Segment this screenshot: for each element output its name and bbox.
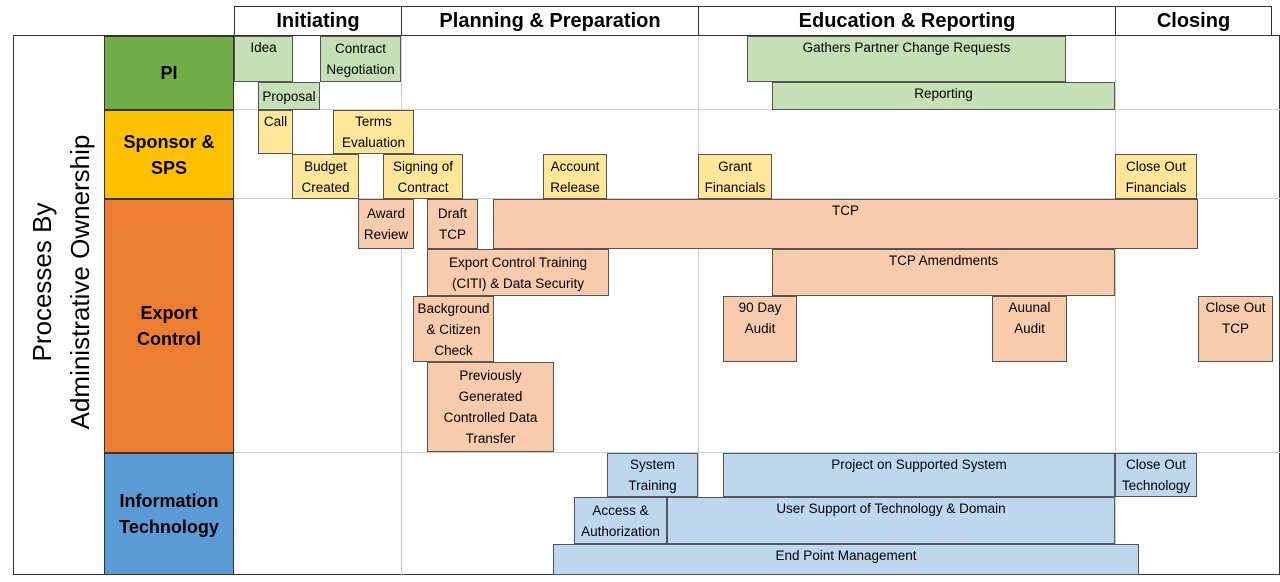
task-award-review: Award Review (358, 199, 414, 249)
task-system-training: System Training (607, 453, 698, 497)
task-idea: Idea (234, 36, 293, 82)
side-label-line-1: Processes By (27, 202, 57, 362)
task-gathers-partner-change-requests: Gathers Partner Change Requests (747, 36, 1066, 82)
grid-line-pi (234, 109, 1280, 110)
phase-initiating: Initiating (234, 6, 401, 36)
task-signing-of-contract: Signing of Contract (383, 154, 463, 199)
side-label-line-2: Administrative Ownership (65, 134, 95, 430)
task-export-control-training: Export Control Training (CITI) & Data Se… (427, 249, 609, 296)
task-proposal: Proposal (258, 82, 320, 110)
task-draft-tcp: Draft TCP (427, 199, 478, 249)
task-tcp-amendments: TCP Amendments (772, 249, 1115, 296)
task-annual-audit: Auunal Audit (992, 296, 1067, 362)
lane-it: Information Technology (104, 453, 234, 575)
task-background-citizen-check: Background & Citizen Check (413, 296, 494, 362)
task-terms-evaluation: Terms Evaluation (333, 110, 414, 154)
grid-line-education (1115, 36, 1116, 575)
lane-pi-label: PI (160, 63, 178, 83)
grid-line-export (234, 452, 1280, 453)
task-close-out-financials: Close Out Financials (1115, 154, 1197, 199)
task-access-authorization: Access & Authorization (574, 497, 667, 544)
task-call: Call (258, 110, 293, 154)
side-label: Processes By Administrative Ownership (16, 12, 106, 552)
task-budget-created: Budget Created (292, 154, 359, 199)
lane-pi: PI (104, 36, 234, 110)
task-contract-negotiation: Contract Negotiation (320, 36, 401, 82)
phase-closing: Closing (1115, 6, 1272, 36)
grid-line-initiating (401, 36, 402, 575)
lane-sponsor: Sponsor & SPS (104, 110, 234, 199)
lane-export: Export Control (104, 199, 234, 453)
phase-education: Education & Reporting (698, 6, 1115, 36)
task-user-support: User Support of Technology & Domain (667, 497, 1115, 544)
phase-planning: Planning & Preparation (401, 6, 698, 36)
task-90-day-audit: 90 Day Audit (723, 296, 797, 362)
task-end-point-management: End Point Management (553, 544, 1139, 575)
task-reporting: Reporting (772, 82, 1115, 110)
task-grant-financials: Grant Financials (698, 154, 772, 199)
grid-line-planning (698, 36, 699, 575)
task-previously-generated-controlled-data-transfer: Previously Generated Controlled Data Tra… (427, 362, 554, 452)
task-close-out-tcp: Close Out TCP (1198, 296, 1273, 362)
task-close-out-technology: Close Out Technology (1115, 453, 1197, 497)
lane-sponsor-label: Sponsor & SPS (123, 131, 215, 178)
task-tcp: TCP (493, 199, 1198, 249)
lane-it-label: Information Technology (119, 491, 219, 537)
lane-export-label: Export Control (137, 303, 201, 349)
task-project-on-supported-system: Project on Supported System (723, 453, 1115, 497)
task-account-release: Account Release (543, 154, 607, 199)
